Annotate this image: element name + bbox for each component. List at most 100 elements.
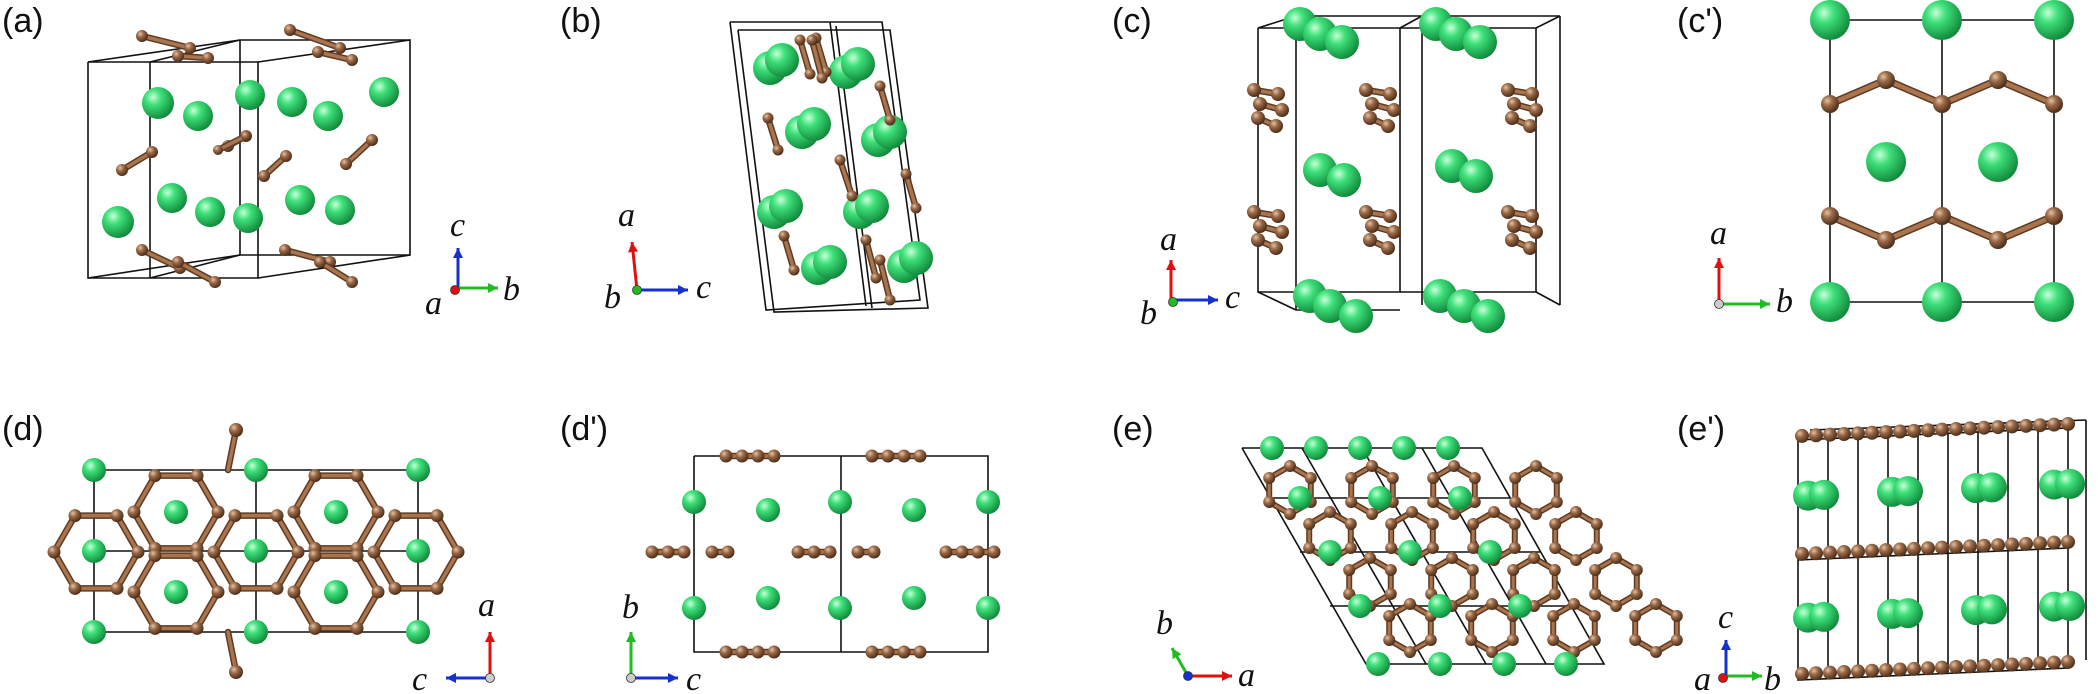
large-atom — [902, 498, 926, 522]
large-atom — [1922, 282, 1962, 322]
axis-label-a: a — [1694, 661, 1711, 694]
bond — [1995, 213, 2057, 243]
small-atom — [1304, 472, 1317, 484]
small-atom — [2005, 537, 2019, 552]
small-atom — [735, 645, 749, 659]
small-atom — [1933, 95, 1951, 113]
axis-label-b: b — [622, 589, 639, 626]
cell-edge — [87, 39, 241, 63]
small-atom — [172, 256, 184, 268]
small-atom — [1670, 610, 1683, 622]
bond — [878, 258, 892, 302]
axis-arrow-c-head — [668, 673, 678, 683]
small-atom — [1466, 564, 1479, 576]
small-atom — [1821, 95, 1839, 113]
axis-arrow-c-head — [1721, 640, 1731, 650]
large-atom — [244, 620, 268, 644]
small-atom — [1823, 545, 1837, 560]
axis-arrow-b-head — [626, 632, 636, 642]
small-atom — [110, 509, 124, 523]
small-atom — [721, 545, 735, 559]
small-atom — [772, 144, 784, 156]
large-atom — [406, 458, 430, 482]
large-atom — [828, 596, 852, 620]
small-atom — [867, 545, 881, 559]
small-atom — [1865, 543, 1879, 558]
large-atom — [164, 580, 188, 604]
axis-label-b: b — [1140, 295, 1157, 332]
large-atom — [1478, 540, 1502, 564]
small-atom — [1509, 472, 1522, 484]
small-atom — [1251, 111, 1265, 125]
small-atom — [367, 545, 381, 559]
small-atom — [308, 549, 322, 563]
small-atom — [1404, 598, 1416, 610]
axis-origin — [1718, 673, 1728, 683]
small-atom — [881, 449, 895, 463]
small-atom — [1907, 423, 1921, 438]
axis-triad-a: c a b — [425, 207, 520, 322]
small-atom — [190, 549, 204, 563]
small-atom — [148, 621, 162, 635]
bond — [864, 238, 878, 280]
bond — [115, 513, 140, 554]
small-atom — [865, 645, 879, 659]
large-atom — [1428, 594, 1452, 618]
cell-edge — [1301, 447, 1427, 665]
small-atom — [270, 509, 284, 523]
axis-label-a: a — [1710, 215, 1727, 252]
small-atom — [1610, 552, 1622, 564]
axis-label-a: a — [618, 197, 635, 234]
small-atom — [209, 276, 221, 288]
large-atom — [324, 500, 348, 524]
large-atom — [976, 490, 1000, 514]
small-atom — [127, 505, 141, 519]
small-atom — [1247, 83, 1261, 97]
small-atom — [1345, 472, 1358, 484]
small-atom — [184, 42, 196, 54]
large-atom — [1368, 486, 1392, 510]
small-atom — [1977, 420, 1991, 435]
large-atom — [195, 197, 225, 227]
large-atom — [1313, 289, 1347, 323]
small-atom — [334, 42, 346, 54]
small-atom — [1879, 663, 1893, 678]
small-atom — [430, 509, 444, 523]
small-atom — [1381, 241, 1395, 255]
small-atom — [146, 146, 158, 158]
small-atom — [874, 80, 886, 92]
large-atom — [1809, 601, 1839, 632]
small-atom — [1509, 496, 1522, 508]
bond — [372, 550, 397, 591]
small-atom — [1935, 660, 1949, 675]
bond — [195, 553, 220, 594]
small-atom — [1865, 425, 1879, 440]
small-atom — [1795, 666, 1809, 681]
small-atom — [1387, 225, 1401, 239]
large-atom — [841, 47, 875, 81]
small-atom — [1823, 665, 1837, 680]
small-atom — [346, 54, 358, 66]
small-atom — [1284, 460, 1296, 472]
small-atom — [1921, 661, 1935, 676]
small-atom — [202, 52, 214, 64]
small-atom — [807, 545, 821, 559]
small-atom — [2045, 95, 2063, 113]
small-atom — [1253, 219, 1267, 233]
large-atom — [142, 87, 174, 119]
bond — [355, 510, 380, 551]
small-atom — [1991, 538, 2005, 553]
bond — [115, 550, 140, 591]
structure-panel-e-prime — [1793, 416, 2087, 681]
small-atom — [1263, 472, 1276, 484]
small-atom — [1344, 518, 1357, 530]
small-atom — [1629, 634, 1642, 646]
small-atom — [1877, 231, 1895, 249]
small-atom — [1933, 207, 1951, 225]
large-atom — [277, 87, 307, 117]
small-atom — [2005, 657, 2019, 672]
small-atom — [939, 545, 953, 559]
small-atom — [388, 509, 402, 523]
small-atom — [2047, 535, 2061, 550]
axis-label-c: c — [412, 661, 427, 694]
